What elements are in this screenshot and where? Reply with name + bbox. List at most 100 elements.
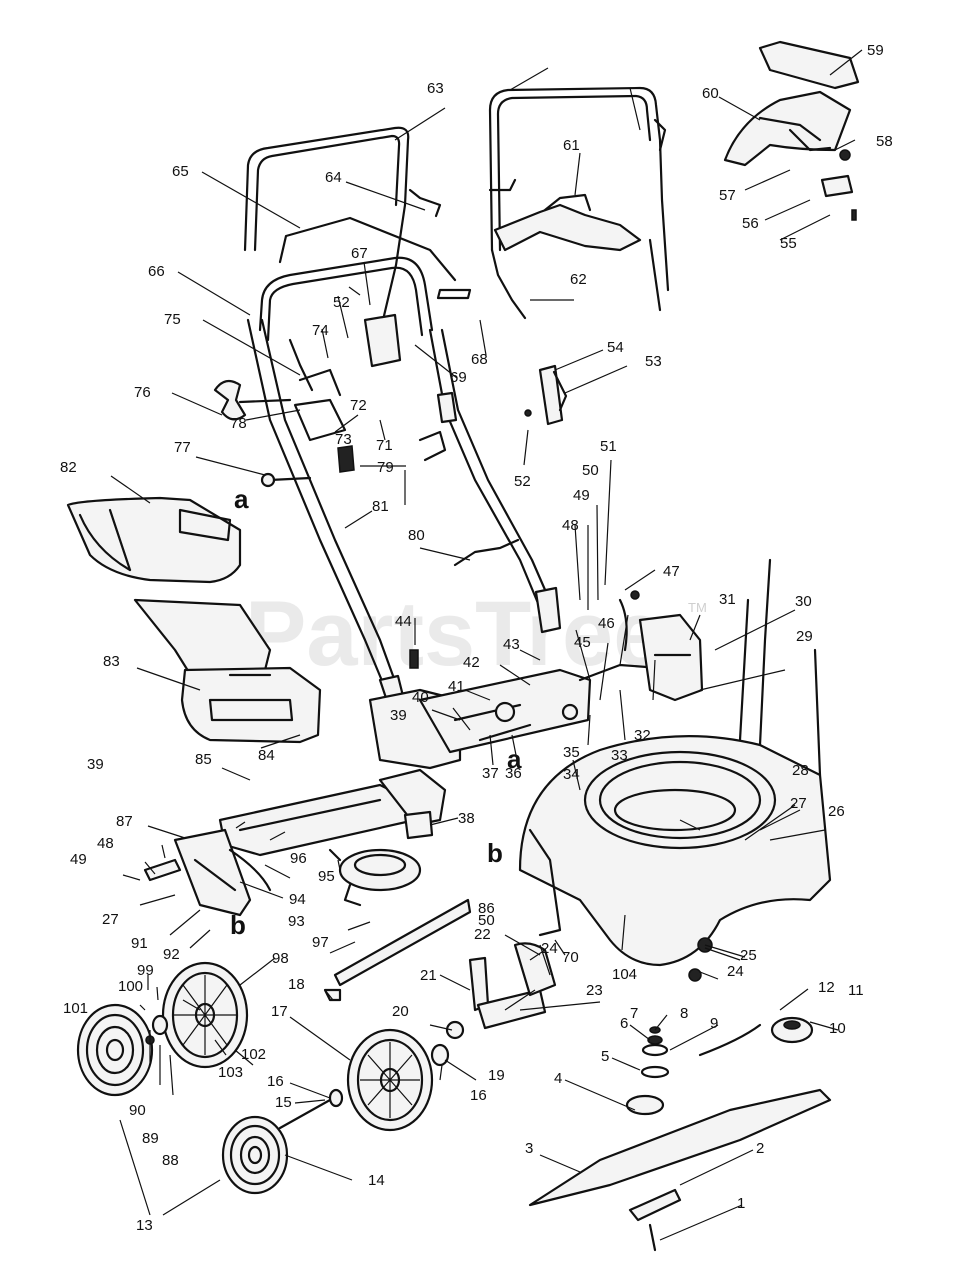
front-wheel-hubcap: [221, 1115, 289, 1195]
callout-66: 66: [148, 263, 165, 280]
callout-92: 92: [163, 946, 180, 963]
engine-pulley: [328, 848, 422, 907]
section-letter-a: a: [507, 744, 522, 774]
callout-63: 63: [427, 80, 444, 97]
callout-55: 55: [780, 235, 797, 252]
callout-24: 24: [541, 940, 558, 957]
callout-83: 83: [103, 653, 120, 670]
callout-4: 4: [554, 1070, 562, 1087]
callout-45: 45: [574, 634, 591, 651]
callout-49: 49: [70, 851, 87, 868]
alternate-handle-assembly: [488, 86, 670, 426]
callout-labels: 1 2 3 4 5 6 7 8 9 10 11 12 13 14 15 16 1…: [60, 42, 893, 1234]
callout-15: 15: [275, 1094, 292, 1111]
callout-21: 21: [420, 967, 437, 984]
callout-50: 50: [582, 462, 599, 479]
callout-5: 5: [601, 1048, 609, 1065]
callout-25: 25: [740, 947, 757, 964]
callout-58: 58: [876, 133, 893, 150]
callout-72: 72: [350, 397, 367, 414]
callout-14: 14: [368, 1172, 385, 1189]
rear-wheel-hubcap: [76, 1003, 154, 1097]
callout-78: 78: [230, 415, 247, 432]
section-letter-b: b: [487, 838, 503, 868]
callout-17: 17: [271, 1003, 288, 1020]
section-letter-b: b: [230, 910, 246, 940]
callout-50: 50: [478, 912, 495, 929]
rear-wheel-large: [161, 961, 249, 1069]
callout-99: 99: [137, 962, 154, 979]
callout-75: 75: [164, 311, 181, 328]
callout-90: 90: [129, 1102, 146, 1119]
mower-deck: [518, 558, 832, 967]
callout-35: 35: [563, 744, 580, 761]
callout-84: 84: [258, 747, 275, 764]
callout-38: 38: [458, 810, 475, 827]
callout-8: 8: [680, 1005, 688, 1022]
callout-96: 96: [290, 850, 307, 867]
callout-10: 10: [829, 1020, 846, 1037]
callout-39: 39: [390, 707, 407, 724]
callout-44: 44: [395, 613, 412, 630]
callout-101: 101: [63, 1000, 88, 1017]
callout-51: 51: [600, 438, 617, 455]
callout-40: 40: [412, 689, 429, 706]
callout-33: 33: [611, 747, 628, 764]
callout-80: 80: [408, 527, 425, 544]
callout-42: 42: [463, 654, 480, 671]
callout-16: 16: [470, 1087, 487, 1104]
grass-bag: [66, 496, 242, 584]
callout-53: 53: [645, 353, 662, 370]
callout-37: 37: [482, 765, 499, 782]
callout-68: 68: [471, 351, 488, 368]
callout-60: 60: [702, 85, 719, 102]
rear-frame: [143, 768, 447, 917]
callout-34: 34: [563, 766, 580, 783]
callout-20: 20: [392, 1003, 409, 1020]
callout-56: 56: [742, 215, 759, 232]
callout-65: 65: [172, 163, 189, 180]
callout-87: 87: [116, 813, 133, 830]
callout-18: 18: [288, 976, 305, 993]
callout-9: 9: [710, 1015, 718, 1032]
callout-69: 69: [450, 369, 467, 386]
section-letter-a: a: [234, 484, 249, 514]
leader-lines: [110, 49, 863, 1241]
callout-30: 30: [795, 593, 812, 610]
callout-31: 31: [719, 591, 736, 608]
callout-19: 19: [488, 1067, 505, 1084]
callout-98: 98: [272, 950, 289, 967]
callout-76: 76: [134, 384, 151, 401]
callout-89: 89: [142, 1130, 159, 1147]
callout-102: 102: [241, 1046, 266, 1063]
callout-67: 67: [351, 245, 368, 262]
callout-52: 52: [514, 473, 531, 490]
callout-22: 22: [474, 926, 491, 943]
callout-94: 94: [289, 891, 306, 908]
callout-43: 43: [503, 636, 520, 653]
callout-85: 85: [195, 751, 212, 768]
callout-71: 71: [376, 437, 393, 454]
callout-93: 93: [288, 913, 305, 930]
callout-26: 26: [828, 803, 845, 820]
wheel-hardware: [145, 1014, 450, 1130]
callout-3: 3: [525, 1140, 533, 1157]
callout-2: 2: [756, 1140, 764, 1157]
callout-73: 73: [335, 431, 352, 448]
callout-59: 59: [867, 42, 884, 59]
callout-16: 16: [267, 1073, 284, 1090]
callout-47: 47: [663, 563, 680, 580]
callout-29: 29: [796, 628, 813, 645]
watermark: PartsTree: [245, 583, 664, 685]
callout-70: 70: [562, 949, 579, 966]
callout-88: 88: [162, 1152, 179, 1169]
callout-39: 39: [87, 756, 104, 773]
callout-100: 100: [118, 978, 143, 995]
callout-41: 41: [448, 678, 465, 695]
callout-82: 82: [60, 459, 77, 476]
callout-57: 57: [719, 187, 736, 204]
callout-1: 1: [737, 1195, 745, 1212]
rear-door-bracket: [368, 590, 704, 770]
callout-74: 74: [312, 322, 329, 339]
